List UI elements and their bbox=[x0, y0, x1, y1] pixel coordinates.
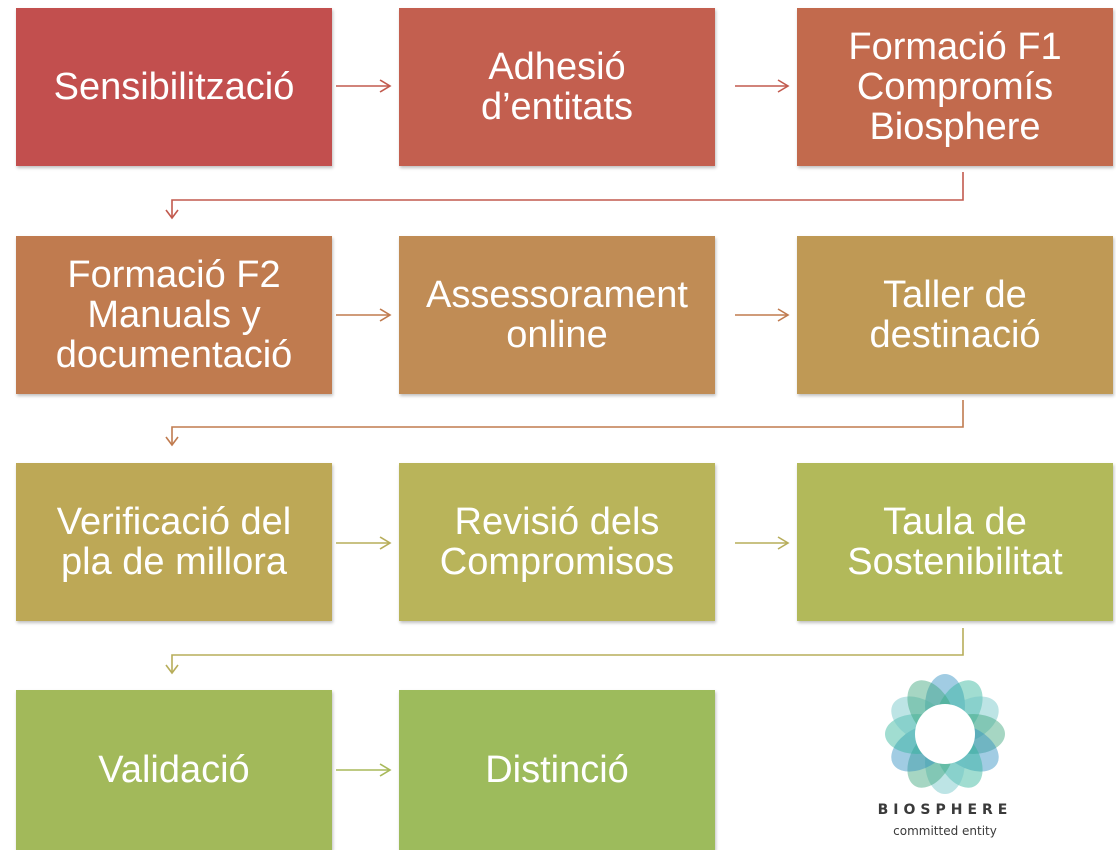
step-distincio: Distinció bbox=[399, 690, 715, 850]
step-label: Verificació del pla de millora bbox=[56, 501, 292, 583]
step-validacio: Validació bbox=[16, 690, 332, 850]
step-sensibilitzacio: Sensibilització bbox=[16, 8, 332, 166]
step-label: Validació bbox=[98, 749, 250, 791]
step-label: Formació F1 Compromís Biosphere bbox=[848, 26, 1062, 148]
step-label: Formació F2 Manuals y documentació bbox=[55, 254, 293, 376]
step-adhesio-entitats: Adhesió d’entitats bbox=[399, 8, 715, 166]
biosphere-flower-icon bbox=[885, 674, 1005, 794]
logo-wordmark: BIOSPHERE bbox=[877, 802, 1013, 818]
logo-subtitle: committed entity bbox=[893, 824, 997, 838]
step-label: Revisió dels Compromisos bbox=[439, 501, 675, 583]
arrow-right-head bbox=[379, 308, 392, 322]
step-formacio-f2: Formació F2 Manuals y documentació bbox=[16, 236, 332, 394]
step-taller-destinacio: Taller de destinació bbox=[797, 236, 1113, 394]
logo-center bbox=[915, 704, 975, 764]
arrow-down-head bbox=[165, 209, 179, 220]
arrow-down-head bbox=[165, 436, 179, 447]
arrow-right-head bbox=[379, 79, 392, 93]
step-label: Taller de destinació bbox=[869, 274, 1041, 356]
step-assessorament-online: Assessorament online bbox=[399, 236, 715, 394]
step-label: Taula de Sostenibilitat bbox=[847, 501, 1063, 583]
arrow-right-head bbox=[777, 308, 790, 322]
step-label: Adhesió d’entitats bbox=[480, 46, 634, 128]
arrow-down-head bbox=[165, 664, 179, 675]
step-label: Assessorament online bbox=[426, 274, 688, 356]
step-taula-sostenibilitat: Taula de Sostenibilitat bbox=[797, 463, 1113, 621]
arrow-right-head bbox=[379, 536, 392, 550]
step-label: Distinció bbox=[485, 749, 629, 791]
arrow-right-head bbox=[777, 79, 790, 93]
step-label: Sensibilització bbox=[53, 66, 295, 108]
biosphere-logo: BIOSPHERE committed entity bbox=[870, 672, 1020, 848]
step-verificacio-pla: Verificació del pla de millora bbox=[16, 463, 332, 621]
arrow-return bbox=[171, 172, 964, 218]
arrow-return bbox=[171, 628, 964, 673]
step-revisio-compromisos: Revisió dels Compromisos bbox=[399, 463, 715, 621]
step-formacio-f1: Formació F1 Compromís Biosphere bbox=[797, 8, 1113, 166]
arrow-return bbox=[171, 400, 964, 445]
arrow-right-head bbox=[777, 536, 790, 550]
arrow-right-head bbox=[379, 763, 392, 777]
